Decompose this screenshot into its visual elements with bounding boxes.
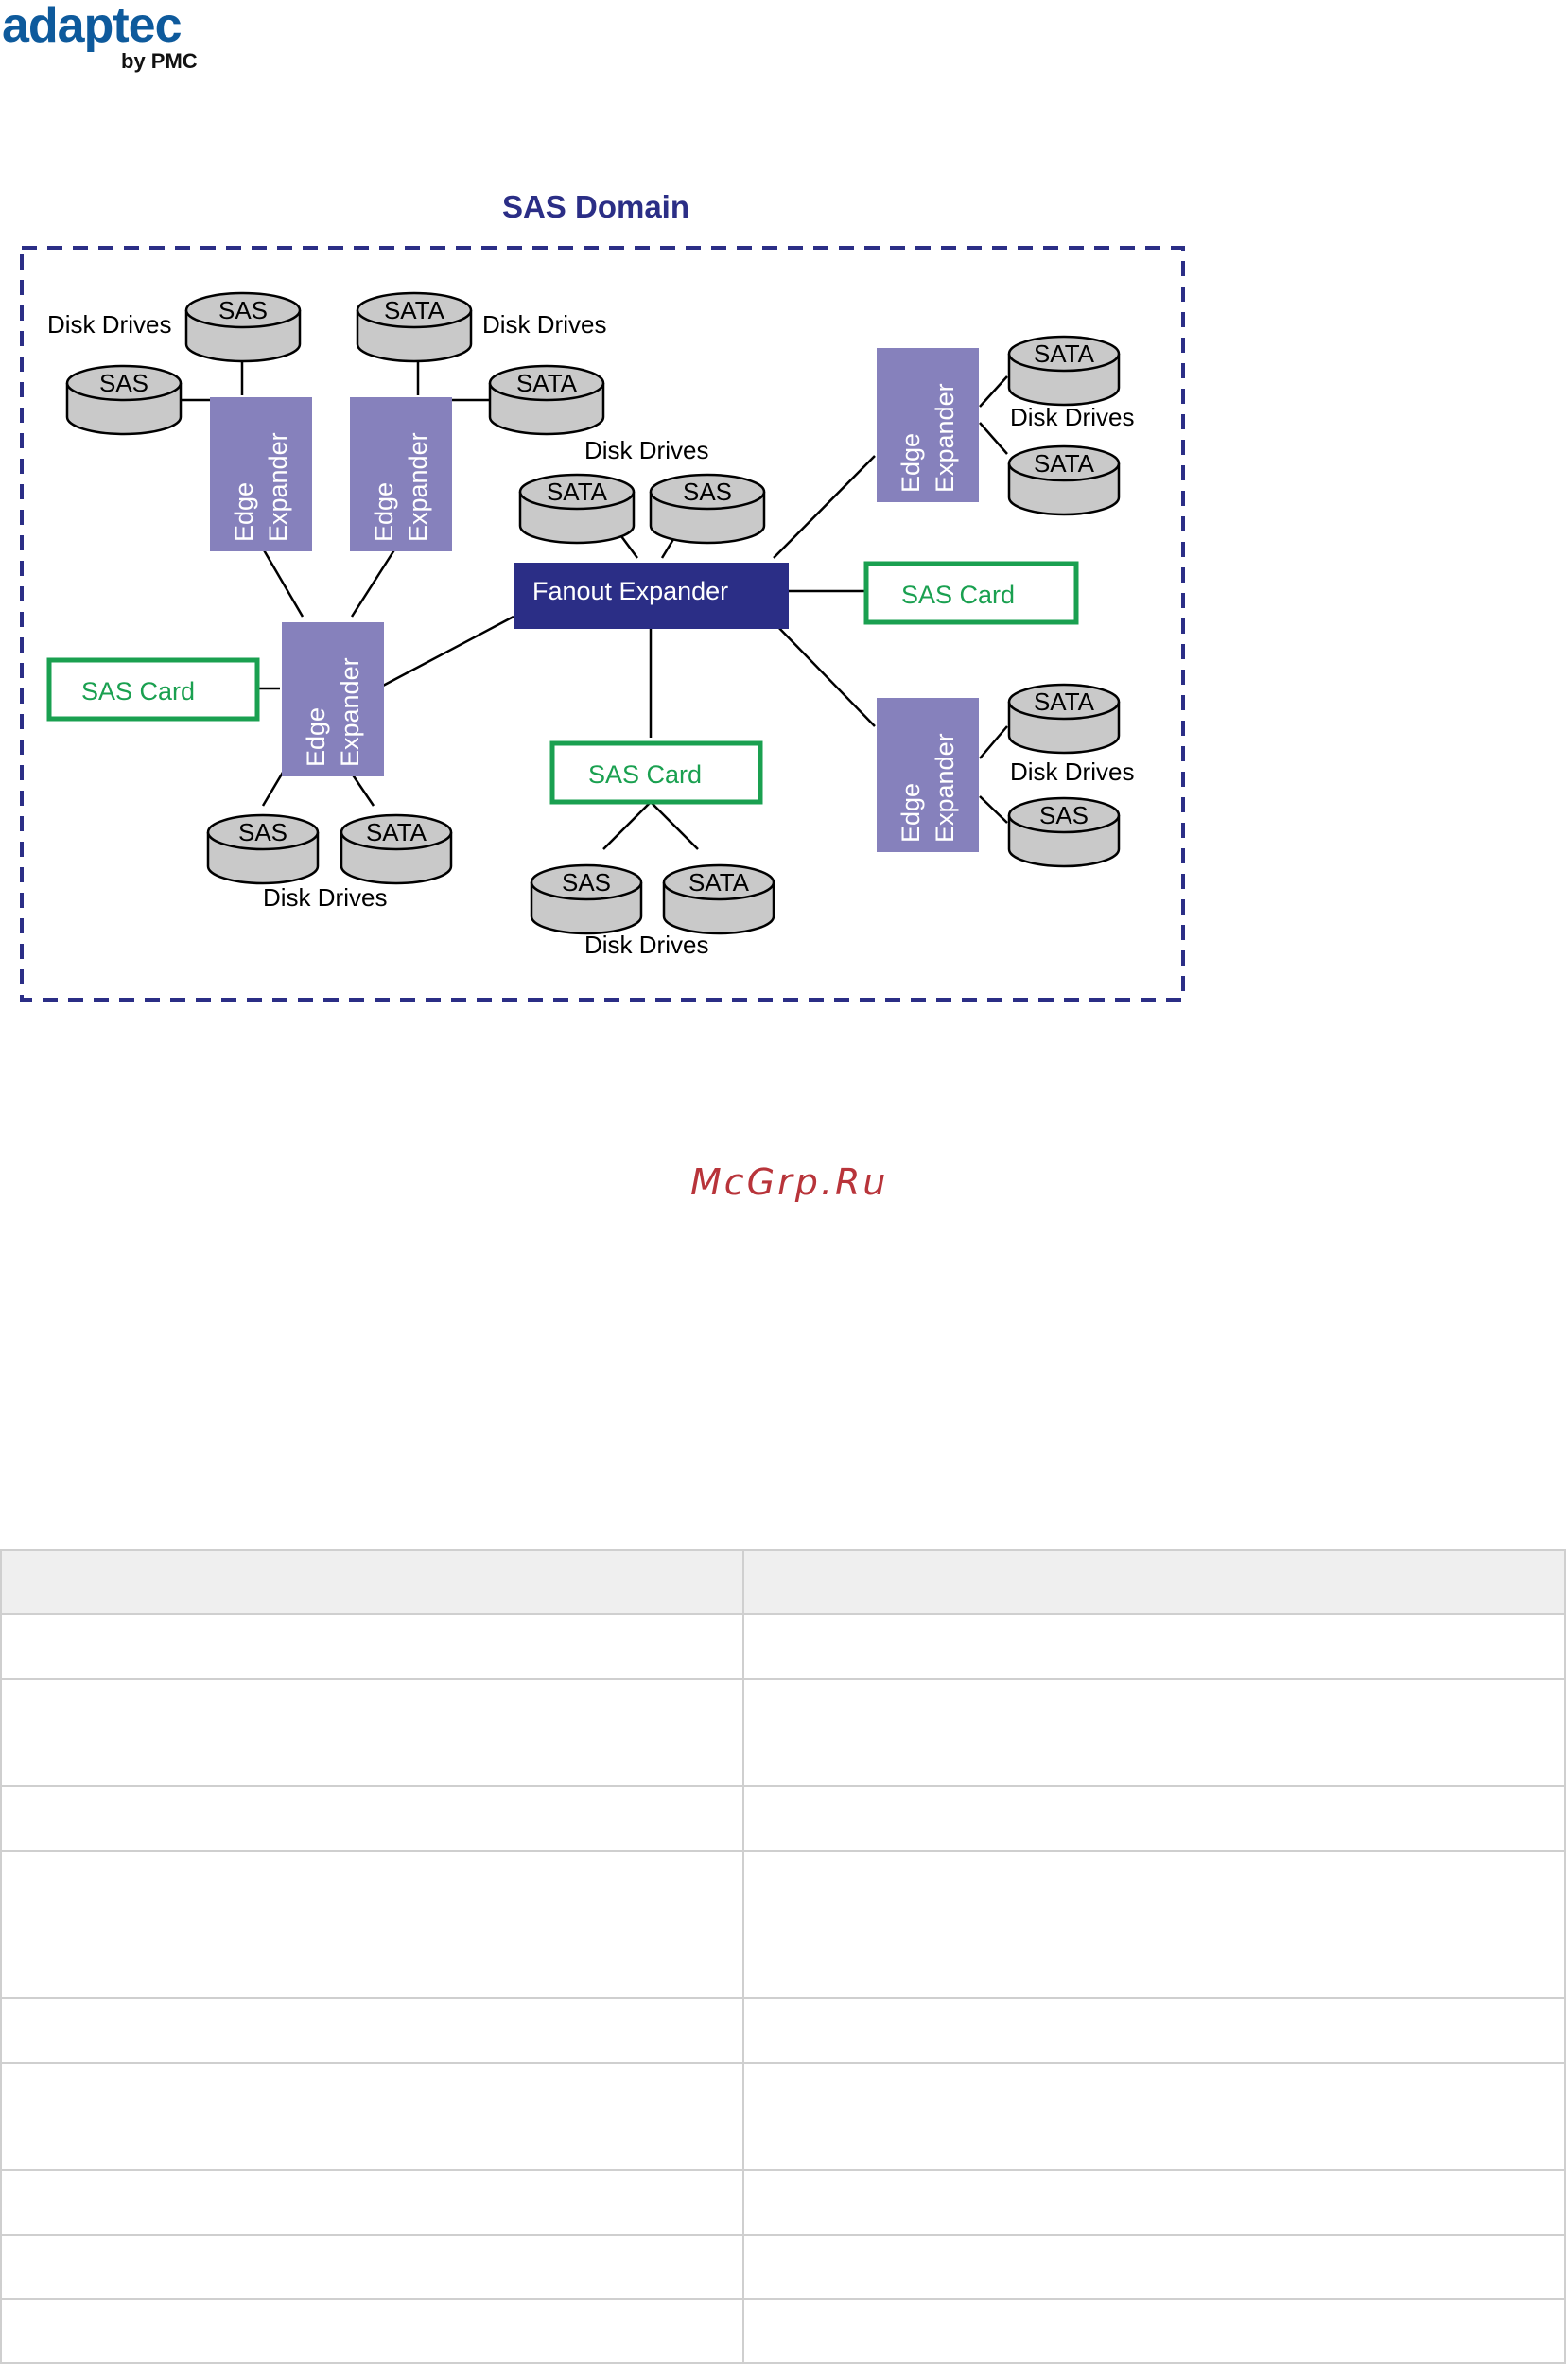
edge-expander-line1: Edge bbox=[897, 433, 925, 493]
disk-drives-label: Disk Drives bbox=[263, 883, 387, 912]
edge-expander: Edge Expander bbox=[877, 698, 979, 852]
table-row bbox=[0, 1785, 1566, 1852]
drive-label: SAS bbox=[238, 818, 287, 846]
table-header-cell bbox=[742, 1549, 1566, 1615]
disk-drive-sata: SATA bbox=[1007, 335, 1121, 407]
table-row bbox=[0, 1613, 1566, 1680]
drive-label: SATA bbox=[366, 818, 427, 846]
disk-drive-sata: SATA bbox=[662, 863, 775, 935]
watermark-text: McGrp.Ru bbox=[690, 1161, 889, 1203]
table-cell bbox=[0, 1678, 744, 1787]
edge-expander-line1: Edge bbox=[302, 707, 330, 767]
disk-drives: SAS SAS SATA SATA SATA SAS bbox=[65, 291, 1121, 935]
table-cell bbox=[742, 2298, 1566, 2364]
drive-label: SATA bbox=[516, 369, 578, 397]
logo-sub: by PMC bbox=[121, 49, 198, 73]
table-cell bbox=[0, 1785, 744, 1852]
disk-drives-label: Disk Drives bbox=[47, 310, 171, 339]
drive-label: SAS bbox=[562, 868, 611, 897]
table-cell bbox=[742, 1850, 1566, 1999]
edge-expander: Edge Expander bbox=[877, 348, 979, 502]
drive-label: SATA bbox=[384, 296, 445, 324]
table-cell bbox=[0, 1613, 744, 1680]
table-cell bbox=[742, 2234, 1566, 2300]
table-row bbox=[0, 2234, 1566, 2300]
diagram-title: SAS Domain bbox=[502, 189, 689, 224]
edge-expander-line2: Expander bbox=[336, 657, 364, 767]
disk-drive-sata: SATA bbox=[488, 364, 605, 436]
disk-drive-sas: SAS bbox=[649, 473, 766, 545]
edge-expander-line1: Edge bbox=[370, 482, 398, 542]
table-cell bbox=[0, 2234, 744, 2300]
drive-label: SAS bbox=[218, 296, 268, 324]
drive-label: SATA bbox=[1034, 688, 1095, 716]
table-cell bbox=[0, 2298, 744, 2364]
edge-expander: Edge Expander bbox=[350, 397, 452, 551]
sas-card: SAS Card bbox=[549, 740, 763, 805]
sas-card-label: SAS Card bbox=[588, 760, 702, 789]
disk-drives-label: Disk Drives bbox=[1010, 403, 1134, 431]
edge-expander: Edge Expander bbox=[210, 397, 312, 551]
disk-drive-group-labels: Disk Drives Disk Drives Disk Drives Disk… bbox=[47, 310, 1134, 959]
disk-drive-sata: SATA bbox=[340, 813, 453, 885]
table-row bbox=[0, 1678, 1566, 1787]
edge-expander-line1: Edge bbox=[897, 783, 925, 843]
sas-card: SAS Card bbox=[46, 657, 260, 722]
fanout-expander-label: Fanout Expander bbox=[532, 577, 728, 605]
disk-drives-label: Disk Drives bbox=[482, 310, 606, 339]
drive-label: SATA bbox=[547, 478, 608, 506]
disk-drive-sas: SAS bbox=[184, 291, 302, 363]
edge-expander-line1: Edge bbox=[230, 482, 258, 542]
table-row bbox=[0, 2298, 1566, 2364]
table-row bbox=[0, 1997, 1566, 2064]
sas-card-label: SAS Card bbox=[81, 677, 195, 705]
table-cell bbox=[0, 1997, 744, 2064]
table-cell bbox=[742, 1678, 1566, 1787]
adaptec-logo: adaptec by PMC bbox=[2, 0, 198, 73]
disk-drive-sas: SAS bbox=[206, 813, 320, 885]
disk-drives-label: Disk Drives bbox=[1010, 758, 1134, 786]
table-cell bbox=[742, 2169, 1566, 2236]
logo-wordmark: adaptec bbox=[2, 0, 182, 53]
disk-drives-label: Disk Drives bbox=[584, 931, 708, 959]
edge-expander-line2: Expander bbox=[404, 432, 432, 542]
drive-label: SATA bbox=[1034, 340, 1095, 368]
drive-label: SAS bbox=[1039, 801, 1089, 829]
disk-drive-sas: SAS bbox=[1007, 796, 1121, 868]
edge-expander-line2: Expander bbox=[931, 733, 959, 843]
sas-card: SAS Card bbox=[863, 561, 1079, 625]
edge-expander-line2: Expander bbox=[264, 432, 292, 542]
table-cell bbox=[0, 2062, 744, 2171]
table-cell bbox=[0, 2169, 744, 2236]
table-row bbox=[0, 2062, 1566, 2171]
table-row bbox=[0, 2169, 1566, 2236]
table-header-row bbox=[0, 1549, 1566, 1615]
table-row bbox=[0, 1850, 1566, 1999]
table-header-cell bbox=[0, 1549, 744, 1615]
disk-drive-sas: SAS bbox=[65, 364, 183, 436]
spec-table bbox=[0, 1549, 1566, 2364]
connection-lines bbox=[180, 350, 1008, 850]
disk-drive-sas: SAS bbox=[530, 863, 643, 935]
drive-label: SAS bbox=[683, 478, 732, 506]
disk-drive-sata: SATA bbox=[1007, 683, 1121, 755]
edge-expander: Edge Expander bbox=[282, 622, 384, 776]
table-cell bbox=[742, 2062, 1566, 2171]
table-cell bbox=[0, 1850, 744, 1999]
sas-card-label: SAS Card bbox=[901, 581, 1015, 609]
fanout-expander: Fanout Expander bbox=[514, 563, 789, 629]
drive-label: SAS bbox=[99, 369, 148, 397]
disk-drives-label: Disk Drives bbox=[584, 436, 708, 464]
table-cell bbox=[742, 1997, 1566, 2064]
disk-drive-sata: SATA bbox=[1007, 444, 1121, 516]
drive-label: SATA bbox=[688, 868, 750, 897]
table-cell bbox=[742, 1785, 1566, 1852]
table-cell bbox=[742, 1613, 1566, 1680]
drive-label: SATA bbox=[1034, 449, 1095, 478]
sas-domain-diagram: SAS Domain SAS bbox=[20, 189, 1185, 1002]
edge-expander-line2: Expander bbox=[931, 383, 959, 493]
disk-drive-sata: SATA bbox=[356, 291, 473, 363]
disk-drive-sata: SATA bbox=[518, 473, 636, 545]
sas-domain-boundary bbox=[20, 246, 1185, 1002]
